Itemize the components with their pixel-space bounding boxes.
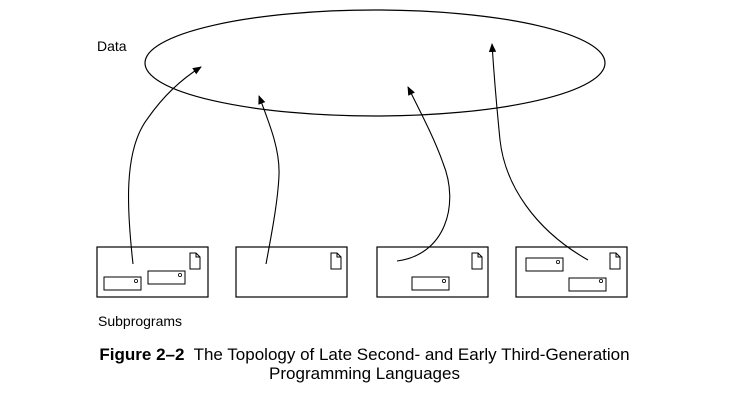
document-icon xyxy=(189,252,201,270)
subprogram-4 xyxy=(515,246,628,298)
data-label: Data xyxy=(97,38,127,54)
subprogram-2 xyxy=(235,246,348,298)
subprogram-box xyxy=(515,246,628,298)
arrow-subprogram-2-to-data xyxy=(258,95,280,265)
local-data-block xyxy=(568,277,607,292)
arrow-subprogram-4-to-data xyxy=(488,43,589,261)
caption-line-1: Figure 2–2 The Topology of Late Second- … xyxy=(0,345,729,364)
subprograms-label: Subprograms xyxy=(98,313,183,329)
data-ellipse xyxy=(144,9,606,117)
figure-number: Figure 2–2 xyxy=(99,345,185,364)
figure-caption: Figure 2–2 The Topology of Late Second- … xyxy=(0,345,729,383)
document-icon xyxy=(609,252,621,270)
document-icon xyxy=(330,252,342,270)
caption-title-line-1: The Topology of Late Second- and Early T… xyxy=(193,345,630,364)
caption-title-line-2: Programming Languages xyxy=(269,364,460,383)
arrow-subprogram-1-to-data xyxy=(127,66,202,265)
local-data-block xyxy=(525,257,564,272)
local-data-block xyxy=(147,270,186,285)
subprogram-1 xyxy=(96,246,209,298)
document-icon xyxy=(471,252,483,270)
subprogram-box xyxy=(376,246,489,298)
arrow-subprogram-3-to-data xyxy=(396,86,451,262)
subprogram-box xyxy=(235,246,348,298)
subprogram-box xyxy=(96,246,209,298)
local-data-block xyxy=(411,276,450,291)
local-data-block xyxy=(103,276,142,291)
subprogram-3 xyxy=(376,246,489,298)
